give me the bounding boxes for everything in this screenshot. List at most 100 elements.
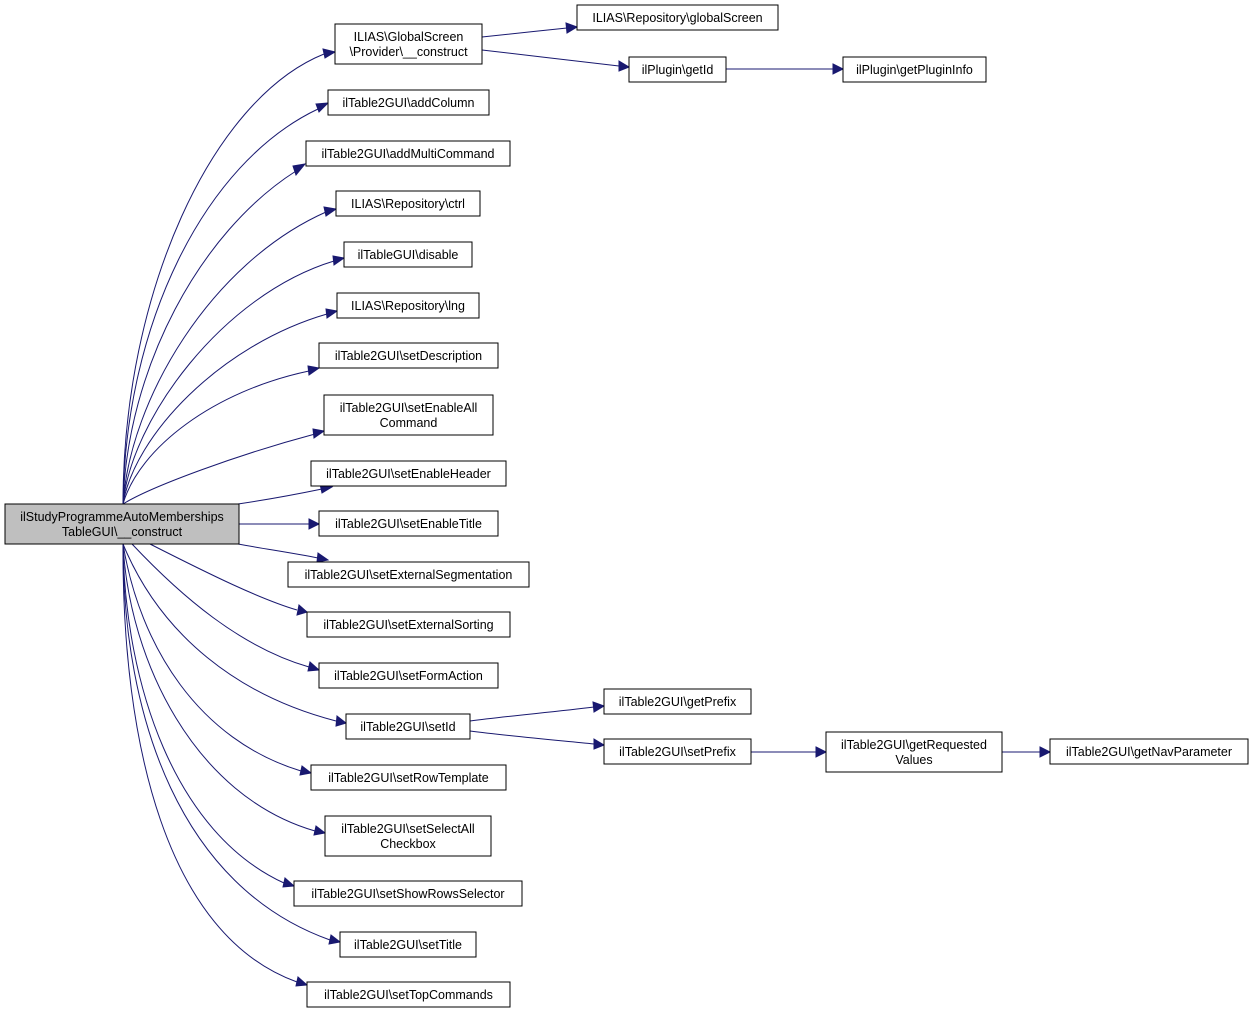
edge-arrowhead [316,552,330,563]
node-box [334,23,483,65]
node-box [318,510,499,537]
edge-line [122,543,285,884]
node-label-line: ilTable2GUI\getNavParameter [1066,745,1232,759]
node-box [318,342,499,369]
node-setprefix[interactable]: ilTable2GUI\setPrefix [603,738,752,765]
node-label-line: ilTable2GUI\setTopCommands [324,988,493,1002]
nodes-layer: ilStudyProgrammeAutoMembershipsTableGUI\… [4,4,1249,1008]
edge-line [131,543,310,668]
node-label-line: TableGUI\__construct [62,525,183,539]
edge-line [237,543,319,559]
node-label-line: ILIAS\Repository\lng [351,299,465,313]
node-settitle[interactable]: ilTable2GUI\setTitle [339,931,477,958]
node-label-line: ILIAS\GlobalScreen [354,30,464,44]
node-ctrl[interactable]: ILIAS\Repository\ctrl [335,190,481,217]
node-topcommands[interactable]: ilTable2GUI\setTopCommands [306,981,511,1008]
node-root[interactable]: ilStudyProgrammeAutoMembershipsTableGUI\… [4,503,240,545]
edge-line [122,543,331,941]
node-box [842,56,987,83]
node-box [306,611,511,638]
node-label-line: ilTable2GUI\setEnableHeader [326,467,491,481]
node-addcolumn[interactable]: ilTable2GUI\addColumn [327,89,490,116]
edge-line [122,543,337,722]
edge-arrowhead [315,102,330,113]
edge-arrowhead [593,738,606,750]
node-getnav[interactable]: ilTable2GUI\getNavParameter [1049,738,1249,765]
edge-provider-to-globalscreen [481,22,579,38]
edge-root-to-setid [122,543,348,727]
node-rowtemplate[interactable]: ilTable2GUI\setRowTemplate [310,764,507,791]
edge-line [122,313,328,505]
node-box [345,713,471,740]
edge-line [481,49,620,67]
node-box [576,4,779,31]
edge-root-to-ctrl [122,206,338,505]
node-label-line: ilTable2GUI\setSelectAll [341,822,474,836]
node-box [324,815,492,857]
edge-arrowhead [307,661,321,672]
edge-arrowhead [312,428,326,439]
node-label-line: ilTable2GUI\getPrefix [619,695,737,709]
node-lng[interactable]: ILIAS\Repository\lng [336,292,480,319]
node-label-line: \Provider\__construct [349,45,468,59]
node-addmulti[interactable]: ilTable2GUI\addMultiCommand [305,140,511,167]
node-box [339,931,477,958]
node-enableheader[interactable]: ilTable2GUI\setEnableHeader [310,460,507,487]
node-extseg[interactable]: ilTable2GUI\setExternalSegmentation [287,561,530,588]
node-label-line: ilTable2GUI\setTitle [354,938,462,952]
node-label-line: ILIAS\Repository\globalScreen [592,11,762,25]
node-label-line: ilTable2GUI\setShowRowsSelector [311,887,504,901]
node-box [603,688,752,715]
edge-root-to-settitle [122,543,342,945]
node-disable[interactable]: ilTableGUI\disable [343,241,473,268]
edge-line [122,433,316,505]
node-enabletitle[interactable]: ilTable2GUI\setEnableTitle [318,510,499,537]
node-extsort[interactable]: ilTable2GUI\setExternalSorting [306,611,511,638]
node-label-line: ilTable2GUI\setId [360,720,455,734]
node-formaction[interactable]: ilTable2GUI\setFormAction [318,662,499,689]
node-box [293,880,523,907]
node-label-line: ilTable2GUI\setExternalSorting [323,618,493,632]
edge-line [122,260,335,505]
node-getid[interactable]: ilPlugin\getId [628,56,727,83]
node-box [1049,738,1249,765]
node-box [343,241,473,268]
edge-arrowhead [618,60,631,72]
edge-line [122,543,298,983]
node-provider[interactable]: ILIAS\GlobalScreen\Provider\__construct [334,23,483,65]
edge-root-to-enableall [122,428,326,505]
edge-arrowhead [308,518,321,530]
edge-arrowhead [325,308,339,319]
edge-arrowhead [299,765,313,776]
edge-arrowhead [565,22,579,34]
edge-root-to-selectall [122,543,327,836]
node-label-line: ilTable2GUI\setExternalSegmentation [305,568,513,582]
node-label-line: ilTable2GUI\addMultiCommand [322,147,495,161]
node-box [4,503,240,545]
edge-arrowhead [1039,746,1052,758]
node-label-line: ilPlugin\getPluginInfo [856,63,973,77]
node-setdesc[interactable]: ilTable2GUI\setDescription [318,342,499,369]
node-label-line: ilTable2GUI\getRequested [841,738,987,752]
node-box [310,764,507,791]
edge-root-to-enabletitle [239,518,321,530]
node-box [318,662,499,689]
edge-root-to-disable [122,255,346,505]
edge-root-to-addmulti [122,163,307,505]
edge-arrowhead [313,825,327,836]
node-showrows[interactable]: ilTable2GUI\setShowRowsSelector [293,880,523,907]
edge-arrowhead [323,206,338,217]
node-plugininfo[interactable]: ilPlugin\getPluginInfo [842,56,987,83]
node-label-line: Command [380,416,438,430]
edge-line [122,543,302,772]
edge-setid-to-setprefix [469,730,606,750]
node-getprefix[interactable]: ilTable2GUI\getPrefix [603,688,752,715]
edge-line [122,53,325,505]
node-globalscreen[interactable]: ILIAS\Repository\globalScreen [576,4,779,31]
edge-line [122,370,310,505]
node-setid[interactable]: ilTable2GUI\setId [345,713,471,740]
node-label-line: ilPlugin\getId [642,63,714,77]
